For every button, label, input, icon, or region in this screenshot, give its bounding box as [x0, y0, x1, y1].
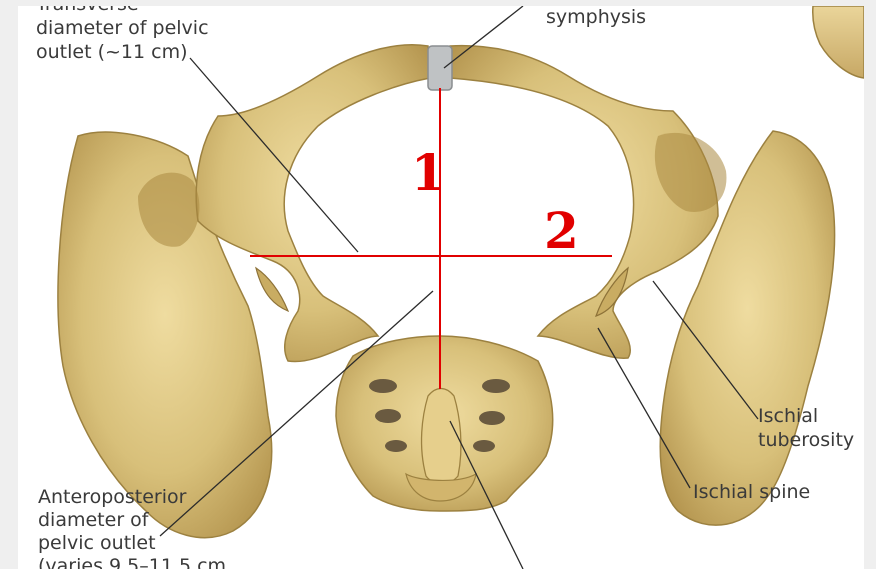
coccyx: [422, 389, 461, 484]
anatomy-plate: Transverse diameter of pelvic outlet (~1…: [18, 6, 864, 569]
anteroposterior-label-line1: Anteroposterior: [38, 486, 186, 509]
left-ischial-spine: [256, 268, 288, 311]
transverse-label-line1: Transverse: [36, 6, 139, 16]
transverse-label-line3: outlet (~11 cm): [36, 41, 188, 64]
ischial-spine-label: Ischial spine: [693, 481, 810, 504]
symphysis-label: symphysis: [546, 6, 646, 29]
sacral-foramen: [375, 409, 401, 423]
marker-2: 2: [544, 206, 579, 256]
sacral-foramen: [369, 379, 397, 393]
anteroposterior-label-line2: diameter of: [38, 509, 148, 532]
sacral-foramen: [482, 379, 510, 393]
ischial-tuberosity-label-line2: tuberosity: [758, 429, 854, 452]
ischial-tuberosity-label-line1: Ischial: [758, 405, 818, 428]
pubic-symphysis: [428, 46, 452, 90]
transverse-label-line2: diameter of pelvic: [36, 17, 209, 40]
marker-1: 1: [411, 148, 446, 198]
anteroposterior-label-line4: (varies 9.5–11.5 cm: [38, 555, 226, 569]
anteroposterior-label-line3: pelvic outlet: [38, 532, 156, 555]
sacral-foramen: [385, 440, 407, 452]
adjacent-bone: [813, 6, 864, 78]
sacral-foramen: [473, 440, 495, 452]
sacral-foramen: [479, 411, 505, 425]
